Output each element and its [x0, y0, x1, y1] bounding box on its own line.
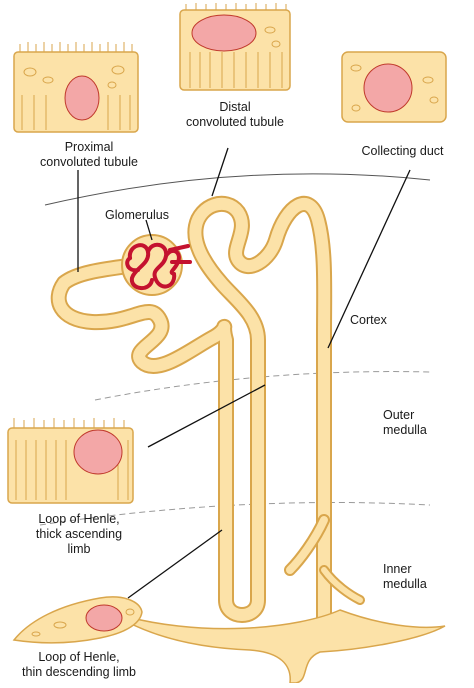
renal-papilla [109, 609, 446, 684]
thick-limb-label-line1: Loop of Henle, [38, 512, 120, 526]
proximal-label-line1: Proximal [64, 140, 114, 154]
thick-limb-label: Loop of Henle, thick ascending limb [4, 512, 154, 557]
leader-collecting [327, 169, 411, 349]
distal-tubule-cell [179, 3, 291, 91]
collecting-duct-label-text: Collecting duct [361, 144, 444, 158]
inner-medulla-boundary-line [39, 502, 431, 526]
proximal-label-line2: convoluted tubule [40, 155, 138, 169]
proximal-tubule-cell [13, 42, 139, 133]
cortex-label-text: Cortex [350, 313, 387, 327]
inner-medulla-label: Inner medulla [383, 562, 427, 592]
glomerulus-structure [121, 234, 192, 296]
glomerulus-label-text: Glomerulus [105, 208, 169, 222]
distal-label: Distal convoluted tubule [165, 100, 305, 130]
outer-medulla-label: Outer medulla [383, 408, 427, 438]
inner-medulla-label-line1: Inner [383, 562, 412, 576]
leader-thin [127, 529, 223, 599]
leader-distal [211, 147, 229, 197]
cortex-boundary-line [44, 173, 431, 206]
thick-limb-label-line3: limb [67, 542, 91, 556]
thin-limb-label-line2: thin descending limb [22, 665, 136, 679]
thin-limb-label: Loop of Henle, thin descending limb [4, 650, 154, 680]
leader-glomerulus [145, 219, 153, 241]
outer-medulla-label-line2: medulla [383, 423, 427, 437]
collecting-duct-label: Collecting duct [340, 144, 465, 159]
outer-medulla-label-line1: Outer [383, 408, 415, 422]
nephron-tubule [50, 195, 365, 628]
leader-thick [147, 384, 266, 448]
thick-limb-label-line2: thick ascending [35, 527, 123, 541]
thick-ascending-limb-cell [7, 418, 134, 504]
thin-descending-limb-cell [12, 596, 143, 644]
proximal-label: Proximal convoluted tubule [4, 140, 174, 170]
outer-medulla-boundary-line [94, 371, 431, 401]
inner-medulla-label-line2: medulla [383, 577, 427, 591]
collecting-duct-cell [341, 51, 447, 123]
distal-label-line1: Distal [219, 100, 251, 114]
leader-lines [77, 147, 411, 599]
cortex-label: Cortex [350, 313, 387, 328]
thin-limb-label-line1: Loop of Henle, [38, 650, 120, 664]
glomerulus-label: Glomerulus [92, 208, 182, 223]
distal-label-line2: convoluted tubule [186, 115, 284, 129]
